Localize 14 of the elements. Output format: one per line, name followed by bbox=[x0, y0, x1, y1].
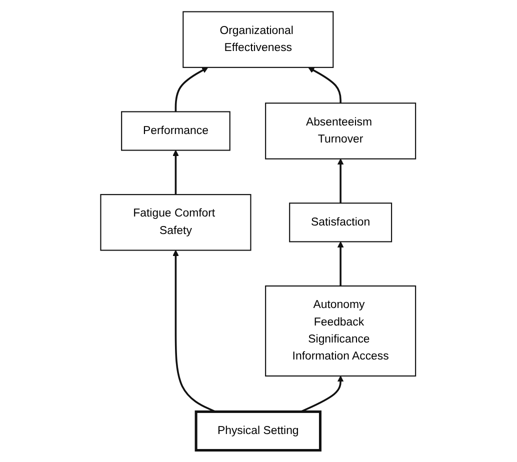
node-box: Physical Setting bbox=[195, 410, 322, 452]
node-box: Performance bbox=[121, 111, 231, 151]
arrow bbox=[172, 250, 216, 413]
node-box: Autonomy Feedback Significance Information Access bbox=[265, 285, 416, 377]
arrow bbox=[308, 67, 342, 104]
arrow bbox=[338, 158, 344, 204]
arrow bbox=[300, 376, 344, 413]
node-box: Organizational Effectiveness bbox=[182, 11, 334, 68]
node-box: Satisfaction bbox=[289, 202, 392, 242]
arrow bbox=[175, 67, 209, 112]
arrow bbox=[338, 241, 344, 286]
arrow bbox=[172, 150, 180, 195]
node-box: Fatigue Comfort Safety bbox=[100, 194, 252, 251]
node-box: Absenteeism Turnover bbox=[265, 102, 416, 160]
